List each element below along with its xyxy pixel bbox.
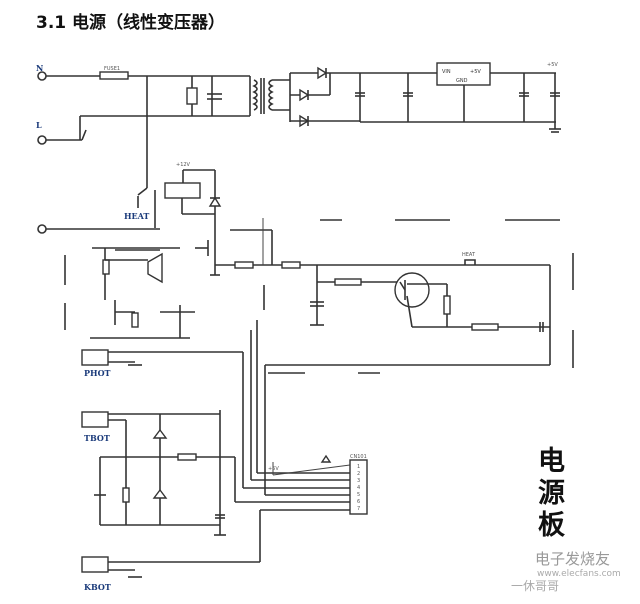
pin-label: 6 (357, 499, 360, 505)
board-label: 电源板 (538, 446, 565, 541)
watermark: 电子发烧友 www.elecfans.com 一休哥哥 (505, 548, 621, 594)
vout-label: +5V (470, 69, 481, 75)
watermark-logo-text: 电子发烧友 (535, 550, 611, 568)
phot-connector (81, 349, 109, 366)
plus5v-label: +5V (547, 62, 558, 68)
rectifier-diodes (289, 66, 360, 128)
mains-input: N FUSE1 L (36, 63, 250, 145)
section-heading: 3.1 电源（线性变压器） (36, 13, 226, 33)
board-outline (64, 219, 574, 374)
buzzer (147, 252, 163, 284)
sensor-connectors: PHOT TBOT KBOT (81, 349, 260, 592)
pin-label: 2 (357, 471, 360, 477)
pin-label: 4 (357, 485, 360, 491)
cn101-connector (349, 459, 368, 515)
voltage-regulator: VIN +5V GND +5V (340, 62, 561, 133)
cable-bus: +5V CN101 1 2 3 4 5 6 7 (234, 320, 368, 562)
pin-label: 5 (357, 492, 360, 498)
fuse-label: FUSE1 (104, 66, 120, 72)
n-label: N (36, 63, 43, 73)
watermark-url: www.elecfans.com (537, 569, 621, 579)
cn101-label: CN101 (350, 454, 367, 460)
kbot-connector (81, 556, 109, 573)
driver-circuit: HEAT (90, 218, 551, 366)
transformer (249, 76, 290, 116)
phot-label: PHOT (84, 368, 111, 378)
heating-element (464, 259, 476, 265)
l-label: L (36, 120, 42, 130)
tbot-connector (81, 411, 109, 428)
heater-relay: +12V HEAT (37, 76, 222, 240)
vin-label: VIN (442, 69, 451, 75)
heat-element-label: HEAT (462, 252, 476, 258)
bus-plus5v-label: +5V (268, 466, 279, 472)
pin-label: 7 (357, 506, 360, 512)
watermark-author: 一休哥哥 (511, 579, 560, 593)
heat-label: HEAT (124, 211, 149, 221)
tbot-label: TBOT (84, 433, 110, 443)
plus12v-label: +12V (176, 162, 191, 168)
kbot-label: KBOT (84, 582, 111, 592)
pin-label: 3 (357, 478, 360, 484)
pin-label: 1 (357, 464, 360, 470)
gnd-label: GND (456, 78, 468, 84)
fuse (99, 71, 129, 80)
